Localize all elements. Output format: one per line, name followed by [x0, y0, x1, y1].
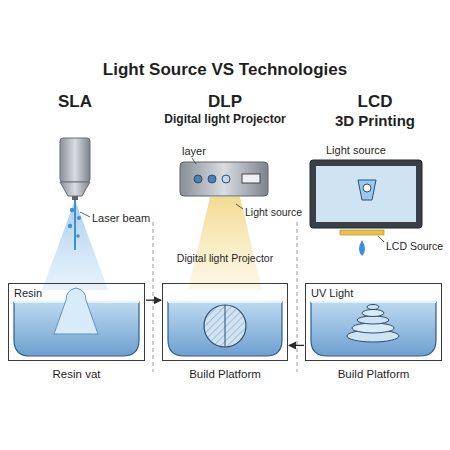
vat-caption: Resin vat	[53, 368, 101, 381]
part-label: Light source	[326, 144, 386, 157]
column-subheading: 3D Printing	[335, 112, 415, 129]
flow-arrow	[289, 345, 304, 346]
part-label: Digital light Projector	[177, 252, 273, 264]
column-heading: LCD	[358, 92, 393, 112]
resin-vat: UV LightBuild Platform	[305, 283, 442, 361]
part-label: LCD Source	[386, 240, 443, 252]
resin-vat: ResinResin vat	[8, 283, 145, 361]
vat-caption: Build Platform	[338, 368, 410, 381]
column-heading: DLP	[208, 92, 242, 112]
part-label: layer	[182, 145, 206, 158]
vat-caption: Build Platform	[189, 368, 261, 381]
column-heading: SLA	[58, 92, 92, 112]
flow-arrow	[146, 300, 161, 301]
vat-content-label: Resin	[14, 287, 42, 300]
part-label: Laser beam	[92, 212, 150, 225]
part-label: Light source	[245, 206, 302, 218]
column-subheading: Digital light Projector	[164, 113, 285, 127]
vat-content-label: UV Light	[311, 287, 353, 300]
resin-vat: Build Platform	[162, 283, 288, 361]
diagram-title: Light Source VS Technologies	[0, 60, 450, 80]
